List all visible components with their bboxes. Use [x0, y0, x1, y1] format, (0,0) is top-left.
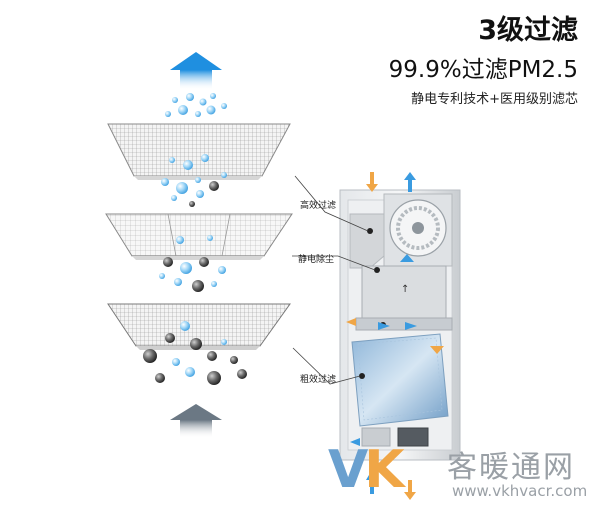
headline-tagline: 静电专利技术+医用级别滤芯	[411, 92, 578, 107]
dirty-air-arrow-icon	[170, 404, 222, 438]
polluted-particles	[143, 321, 247, 385]
svg-text:↑: ↑	[401, 284, 409, 295]
callout-lines	[292, 175, 376, 385]
clean-air-arrow-icon	[170, 52, 222, 90]
particles-layer-1	[161, 154, 227, 207]
callout-electrostatic: 静电除尘	[298, 255, 335, 265]
headline-subtitle: 99.9%过滤PM2.5	[388, 57, 578, 83]
filter-layer-electrostatic	[105, 213, 293, 260]
watermark-name: 客暖通网	[447, 450, 575, 485]
watermark-logo: VK	[328, 440, 405, 500]
watermark: VK 客暖通网 www.vkhvacr.com	[322, 438, 592, 510]
ventilation-unit: ↑	[339, 189, 461, 461]
clean-particles	[165, 93, 227, 117]
callout-high-efficiency: 高效过滤	[300, 201, 337, 211]
particles-layer-2	[159, 235, 226, 292]
headline-title: 3级过滤	[478, 15, 578, 46]
headline: 3级过滤 99.9%过滤PM2.5 静电专利技术+医用级别滤芯	[389, 14, 578, 110]
callout-coarse: 粗效过滤	[300, 375, 337, 385]
airflow-arrows	[346, 172, 444, 500]
watermark-url: www.vkhvacr.com	[452, 482, 588, 500]
filter-layer-high-efficiency	[107, 123, 291, 180]
